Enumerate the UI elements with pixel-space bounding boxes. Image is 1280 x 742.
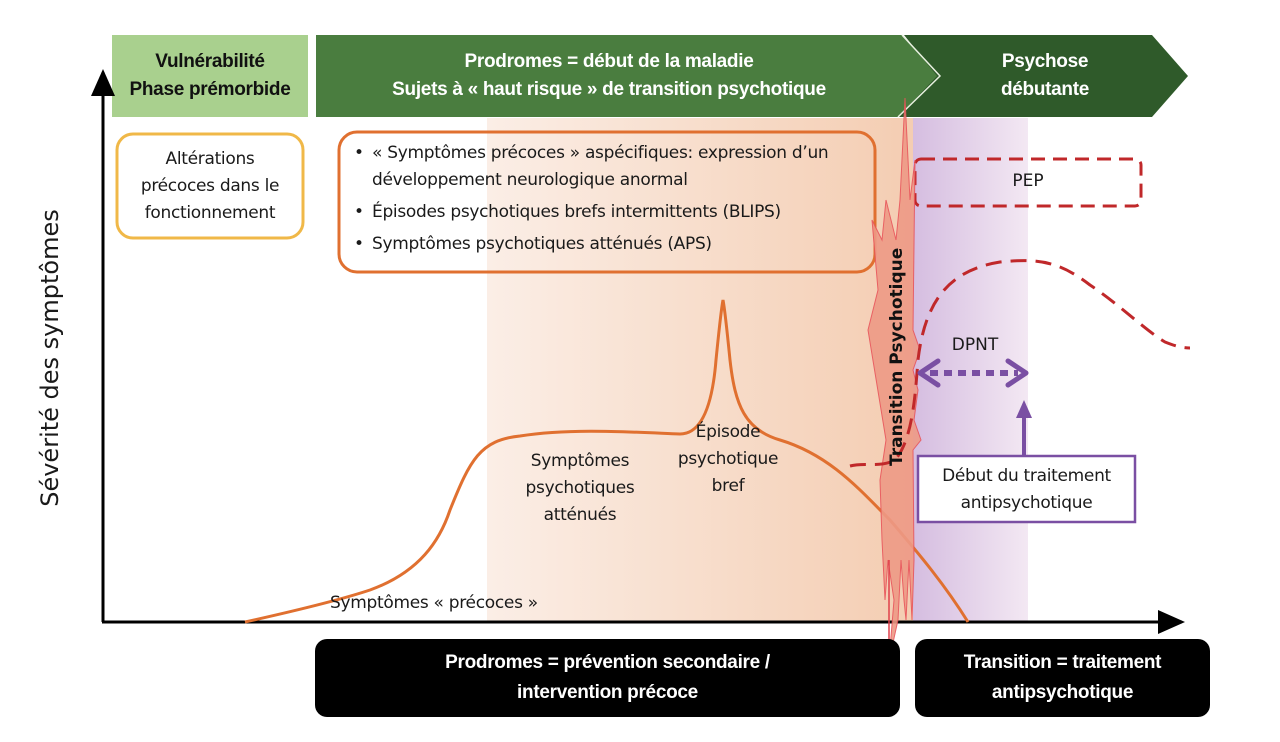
bullet-item: Épisodes psychotiques brefs intermittent… — [342, 199, 862, 226]
phase-psychosis-line1: Psychose — [1001, 51, 1089, 72]
vulnerability-line3: fonctionnement — [144, 203, 276, 223]
symptom-curve — [244, 299, 970, 624]
bottom-transition-line2: antipsychotique — [991, 682, 1134, 703]
phase-psychosis-line2: débutante — [1000, 79, 1090, 100]
phase-vulnerability-line1: Vulnérabilité — [155, 51, 265, 72]
label-early-symptoms: Symptômes « précoces » — [330, 593, 538, 613]
label-brief-line2: psychotique — [677, 449, 779, 469]
treatment-line2: antipsychotique — [960, 493, 1093, 513]
dpnt-label: DPNT — [951, 335, 999, 355]
vulnerability-box — [115, 132, 305, 240]
phase-psychosis: Psychose débutante — [935, 35, 1155, 117]
treatment-start-text: Début du traitement antipsychotique — [918, 463, 1135, 517]
prodrome-bullets-box — [337, 130, 877, 274]
phase-divider — [897, 34, 942, 118]
vulnerability-line2: précoces dans le — [140, 176, 280, 196]
label-brief-line1: Épisode — [695, 422, 761, 442]
phase-psychosis-shape — [898, 35, 1188, 117]
phase-prodromes-line1: Prodromes = début de la maladie — [464, 51, 754, 72]
pep-label: PEP — [1012, 171, 1044, 191]
label-attenuated-symptoms: Symptômes psychotiques atténués — [500, 448, 660, 529]
bullet-item: « Symptômes précoces » aspécifiques: exp… — [342, 140, 862, 194]
vulnerability-box-text: Altérations précoces dans le fonctionnem… — [117, 146, 303, 227]
transition-label: Transition Psychotique — [887, 247, 907, 466]
dpnt-arrowhead-right — [1005, 358, 1029, 388]
label-brief-line3: bref — [711, 476, 745, 496]
treatment-start-box — [916, 454, 1137, 524]
phase-prodromes: Prodromes = début de la maladie Sujets à… — [316, 35, 902, 117]
treatment-arrow-head — [1016, 400, 1032, 418]
phase-prodromes-shape — [316, 35, 940, 117]
bottom-prodromes-line1: Prodromes = prévention secondaire / — [445, 652, 770, 673]
label-brief-episode: Épisode psychotique bref — [668, 419, 788, 500]
bottom-transition-line1: Transition = traitement — [963, 652, 1162, 673]
dpnt-arrowhead-left — [917, 358, 941, 388]
label-attenuated-line3: atténués — [543, 505, 617, 525]
pep-curve — [849, 259, 1191, 468]
label-attenuated-line1: Symptômes — [530, 451, 630, 471]
phase-prodromes-line2: Sujets à « haut risque » de transition p… — [392, 79, 826, 100]
bullet-item: Symptômes psychotiques atténués (APS) — [342, 231, 862, 258]
y-axis-label: Sévérité des symptômes — [36, 209, 64, 507]
transition-psychotique-burst — [867, 97, 922, 662]
prodrome-bullet-list: « Symptômes précoces » aspécifiques: exp… — [342, 140, 862, 263]
phase-vulnerability: Vulnérabilité Phase prémorbide — [112, 35, 308, 117]
phase-vulnerability-shape — [112, 35, 308, 117]
vulnerability-line1: Altérations — [165, 149, 255, 169]
treatment-line1: Début du traitement — [942, 466, 1111, 486]
phase-vulnerability-line2: Phase prémorbide — [129, 79, 291, 100]
bottom-box-prodromes: Prodromes = prévention secondaire / inte… — [315, 639, 900, 717]
bottom-prodromes-line2: intervention précoce — [517, 682, 698, 703]
bottom-box-transition: Transition = traitement antipsychotique — [915, 639, 1210, 717]
label-attenuated-line2: psychotiques — [525, 478, 635, 498]
